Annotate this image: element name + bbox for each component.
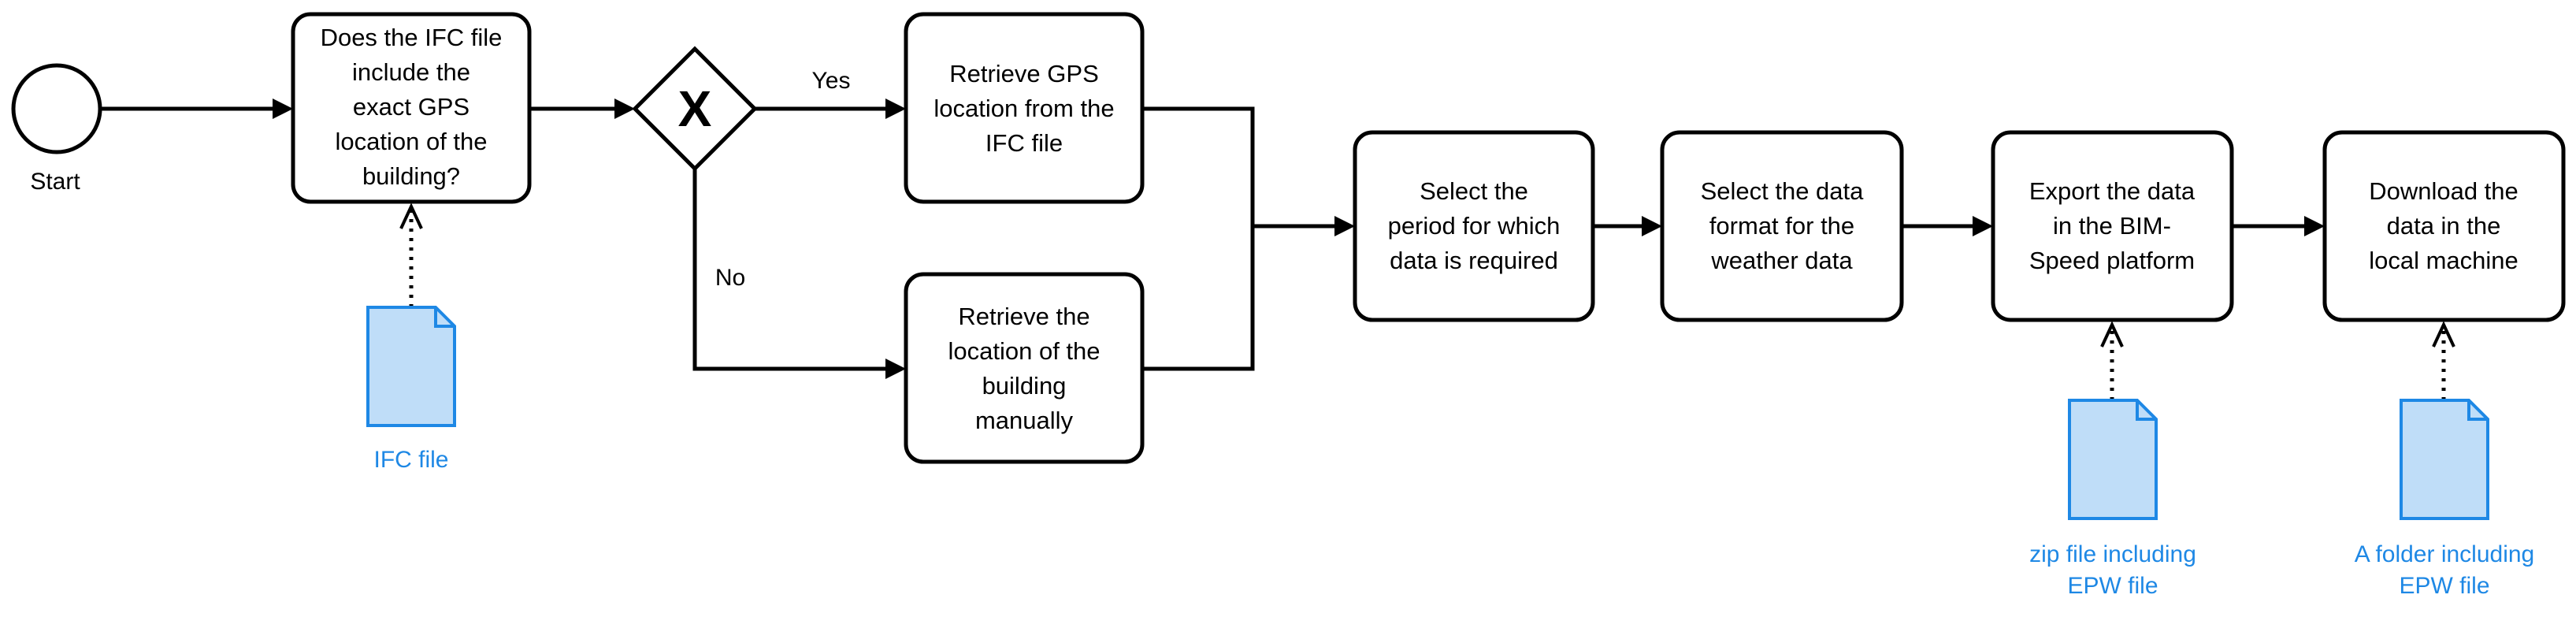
- arrowhead-gateway-no: [885, 359, 906, 379]
- gateway-yes-label: Yes: [812, 68, 851, 94]
- text-line: Does the IFC file: [321, 24, 503, 51]
- task-export-data-text: Export the data in the BIM- Speed platform: [2029, 177, 2196, 274]
- text-line: building?: [362, 162, 460, 190]
- document-fold: [434, 307, 455, 328]
- gateway-x-icon: X: [678, 80, 712, 137]
- data-object-ifc-file[interactable]: IFC file: [366, 306, 456, 473]
- task-export-data[interactable]: Export the data in the BIM- Speed platform: [1991, 130, 2234, 322]
- text-line: EPW file: [2067, 573, 2158, 599]
- start-event[interactable]: [11, 63, 102, 154]
- task-check-gps-box: [291, 12, 532, 204]
- association-ifc-arrow: [399, 203, 423, 229]
- document-fold: [2467, 400, 2488, 421]
- text-line: location of the: [948, 337, 1100, 365]
- sequence-flows: [100, 98, 2325, 379]
- text-line: zip file including: [2029, 541, 2196, 567]
- gateway-diamond: [632, 46, 758, 172]
- task-download-data[interactable]: Download the data in the local machine: [2322, 130, 2566, 322]
- arrowhead-check-to-gateway: [614, 98, 635, 119]
- exclusive-gateway[interactable]: X: [632, 46, 758, 172]
- text-line: period for which: [1388, 212, 1561, 240]
- document-icon: [366, 306, 456, 427]
- text-line: EPW file: [2399, 573, 2489, 599]
- text-line: Retrieve GPS: [949, 60, 1099, 87]
- task-check-gps-text: Does the IFC file include the exact GPS loc…: [321, 24, 503, 190]
- data-associations: [399, 203, 2455, 400]
- task-retrieve-manual-box: [904, 272, 1145, 464]
- text-line: location of the: [335, 128, 487, 155]
- task-select-period-box: [1353, 130, 1595, 322]
- arrowhead-gateway-yes: [885, 98, 906, 119]
- flow-gateway-no: [692, 169, 894, 371]
- arrowhead-to-period: [1334, 216, 1355, 236]
- task-retrieve-manual-text: Retrieve the location of the building manua…: [948, 303, 1100, 434]
- task-select-format[interactable]: Select the data format for the weather dat…: [1660, 130, 1904, 322]
- task-select-format-text: Select the data format for the weather dat…: [1701, 177, 1865, 274]
- arrowhead-start-to-check: [273, 98, 293, 119]
- text-line: weather data: [1710, 247, 1853, 274]
- text-line: building: [982, 372, 1067, 400]
- flow-gps-to-period: [1142, 106, 1343, 229]
- task-export-data-box: [1991, 130, 2234, 322]
- text-line: Select the data: [1701, 177, 1865, 205]
- text-line: in the BIM-: [2053, 212, 2171, 240]
- flow-manual-to-period: [1142, 226, 1255, 371]
- data-label-ifc-file: IFC file: [373, 447, 448, 473]
- text-line: local machine: [2369, 247, 2518, 274]
- task-check-gps[interactable]: Does the IFC file include the exact GPS loc…: [291, 12, 532, 204]
- text-line: exact GPS: [353, 93, 470, 121]
- document-fold: [2136, 400, 2156, 421]
- task-select-period[interactable]: Select the period for which data is requir…: [1353, 130, 1595, 322]
- document-icon: [2400, 399, 2489, 520]
- document-icon: [2068, 399, 2158, 520]
- task-download-data-box: [2322, 130, 2566, 322]
- task-select-period-text: Select the period for which data is requir…: [1388, 177, 1561, 274]
- text-line: A folder including: [2355, 541, 2535, 567]
- start-label: Start: [30, 169, 80, 195]
- text-line: Speed platform: [2029, 247, 2195, 274]
- text-line: location from the: [934, 95, 1114, 122]
- text-line: format for the: [1709, 212, 1854, 240]
- text-line: data is required: [1390, 247, 1558, 274]
- text-line: Export the data: [2029, 177, 2196, 205]
- text-line: Select the: [1420, 177, 1528, 205]
- arrowhead-format-to-export: [1973, 216, 1993, 236]
- arrowhead-export-to-download: [2304, 216, 2325, 236]
- arrowhead-period-to-format: [1642, 216, 1662, 236]
- gateway-no-label: No: [715, 265, 745, 291]
- task-select-format-box: [1660, 130, 1904, 322]
- task-download-data-text: Download the data in the local machine: [2369, 177, 2518, 274]
- text-line: IFC file: [985, 129, 1063, 157]
- text-line: manually: [975, 407, 1074, 434]
- task-retrieve-manual[interactable]: Retrieve the location of the building manua…: [904, 272, 1145, 464]
- association-zip-arrow: [2100, 321, 2124, 348]
- text-line: data in the: [2387, 212, 2501, 240]
- association-folder-arrow: [2432, 321, 2455, 348]
- task-retrieve-gps-box: [904, 12, 1145, 204]
- text-line: IFC file: [373, 447, 448, 473]
- text-line: include the: [352, 58, 470, 86]
- text-line: Retrieve the: [958, 303, 1089, 330]
- text-line: Download the: [2369, 177, 2518, 205]
